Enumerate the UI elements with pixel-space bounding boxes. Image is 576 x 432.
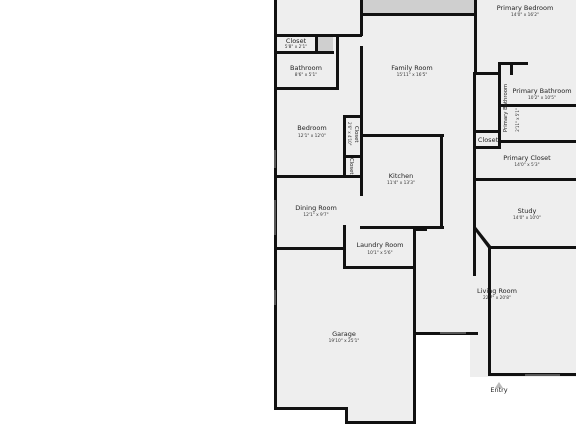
room-name: Primary Bathroom bbox=[512, 87, 571, 95]
room-name: Laundry Room bbox=[356, 241, 403, 249]
room-size: 12'1" x 12'0" bbox=[298, 133, 326, 139]
room-name: Closet bbox=[348, 158, 354, 175]
room-name: Dining Room bbox=[295, 204, 337, 212]
room-size: 2'11" x 5'1" bbox=[515, 108, 520, 132]
room-name: Primary Closet bbox=[503, 154, 551, 162]
windows bbox=[274, 150, 560, 376]
room-size: 8'6" x 5'1" bbox=[295, 72, 318, 78]
room-name: Kitchen bbox=[389, 172, 413, 180]
room-name: Bathroom bbox=[290, 64, 322, 72]
room-name: Primary Bathroom bbox=[503, 84, 509, 132]
room-size: 15'11" x 16'5" bbox=[397, 72, 428, 78]
entry-label: Entry bbox=[490, 386, 507, 394]
room-size: 10'1" x 5'6" bbox=[367, 250, 392, 256]
room-size: 14'0" x 16'2" bbox=[511, 12, 539, 18]
room-size: 19'10" x 25'1" bbox=[329, 338, 360, 344]
room-size: 5'8" x 2'1" bbox=[285, 44, 308, 50]
room-size: 14'0" x 5'3" bbox=[514, 162, 539, 168]
room-name: Closet bbox=[478, 136, 499, 144]
room-size: 11'4" x 13'3" bbox=[387, 180, 415, 186]
walls bbox=[274, 0, 576, 424]
room-name: Closet bbox=[353, 126, 359, 143]
room-size: 10'2" x 10'5" bbox=[528, 95, 556, 101]
room-size: 14'0" x 10'0" bbox=[513, 215, 541, 221]
room-name: Bedroom bbox=[297, 124, 326, 132]
room-name: Primary Bedroom bbox=[497, 4, 554, 12]
window-hatch-top bbox=[363, 0, 475, 14]
room-name: Study bbox=[518, 207, 537, 215]
room-name: Garage bbox=[332, 330, 356, 338]
room-name: Living Room bbox=[477, 287, 517, 295]
room-name: Family Room bbox=[391, 64, 433, 72]
room-name: Closet bbox=[286, 37, 307, 45]
room-size: 22'7" x 20'8" bbox=[483, 295, 511, 301]
room-size: 12'1" x 9'7" bbox=[303, 212, 328, 218]
storage-box bbox=[318, 37, 333, 51]
room-size: 2'6" x 4'10" bbox=[347, 122, 352, 146]
entry-arrow-icon bbox=[495, 382, 503, 388]
